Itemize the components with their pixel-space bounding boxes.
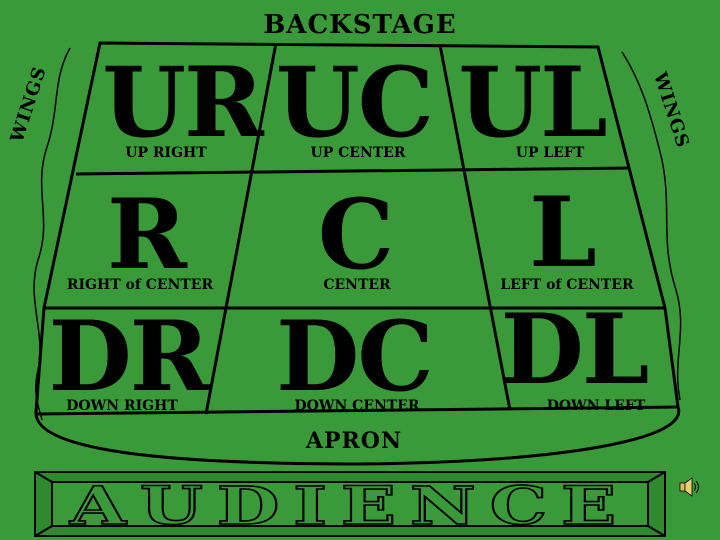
right-wing-curtain: [621, 51, 682, 401]
area-abbr-l: L: [529, 176, 595, 289]
apron-edge: [35, 405, 679, 416]
left-wing-curtain: [33, 47, 71, 421]
area-abbr-c: C: [318, 178, 392, 291]
area-name-dl: DOWN LEFT: [547, 398, 646, 414]
audience-label: AUDIENCE: [69, 476, 630, 537]
stage-outline: [34, 41, 681, 466]
area-abbr-dc: DC: [276, 300, 432, 413]
grid-line-left: [204, 42, 278, 415]
speaker-icon[interactable]: [679, 477, 699, 497]
area-name-l: LEFT of CENTER: [500, 277, 634, 293]
apron-label: APRON: [305, 428, 402, 454]
area-abbr-r: R: [107, 178, 188, 291]
area-abbr-ul: UL: [458, 46, 606, 159]
backstage-label: BACKSTAGE: [263, 10, 456, 40]
wings-left-label: WINGS: [6, 64, 51, 146]
area-name-uc: UP CENTER: [311, 145, 406, 161]
area-abbr-uc: UC: [276, 46, 432, 159]
area-abbr-dr: DR: [48, 300, 210, 413]
area-name-c: CENTER: [323, 277, 391, 293]
area-abbr-dl: DL: [501, 293, 648, 406]
area-name-ur: UP RIGHT: [125, 145, 207, 161]
area-name-dr: DOWN RIGHT: [66, 398, 178, 414]
grid-line-upper: [75, 166, 631, 176]
wings-right-label: WINGS: [649, 69, 694, 151]
area-name-ul: UP LEFT: [516, 145, 585, 161]
area-abbr-ur: UR: [102, 46, 265, 159]
area-name-r: RIGHT of CENTER: [67, 277, 214, 293]
audience-box: AUDIENCE: [34, 471, 666, 538]
area-name-dc: DOWN CENTER: [294, 398, 419, 414]
grid-line-right: [438, 44, 512, 411]
